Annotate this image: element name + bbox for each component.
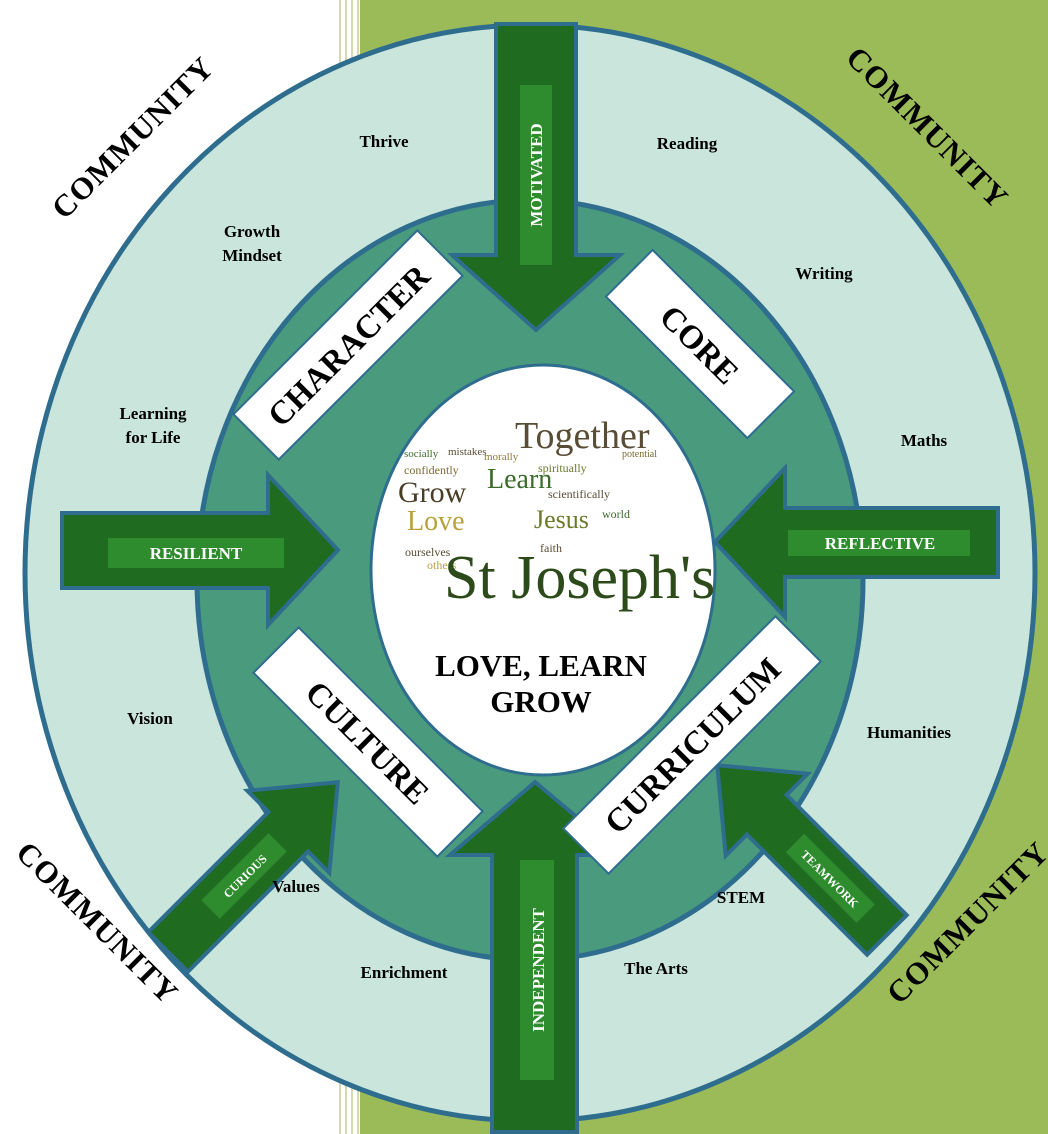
word-faith: faith — [540, 541, 562, 555]
label-learning-for-life-1: Learning — [119, 404, 187, 423]
arrow-motivated: MOTIVATED — [446, 22, 626, 333]
label-reading: Reading — [657, 134, 718, 153]
inner-circle — [369, 363, 717, 777]
arrow-label-reflective: REFLECTIVE — [825, 534, 936, 553]
label-thrive: Thrive — [359, 132, 409, 151]
word-morally: morally — [484, 451, 519, 463]
word-potential: potential — [622, 449, 657, 460]
pillar-core: CORE — [604, 248, 796, 440]
label-growth-mindset-2: Mindset — [222, 246, 282, 265]
arrow-resilient: RESILIENT — [60, 469, 341, 631]
word-cloud-title: St Joseph's — [444, 544, 715, 612]
label-learning-for-life-2: for Life — [126, 428, 181, 447]
label-values: Values — [272, 877, 320, 896]
label-stem: STEM — [717, 888, 765, 907]
word-ourselves: ourselves — [405, 545, 451, 559]
arrow-curious: CURIOUS — [145, 780, 340, 975]
word-socially: socially — [404, 448, 439, 460]
label-enrichment: Enrichment — [361, 963, 448, 982]
label-writing: Writing — [795, 264, 853, 283]
label-humanities: Humanities — [867, 723, 951, 742]
word-grow: Grow — [398, 476, 467, 509]
arrow-label-motivated: MOTIVATED — [527, 123, 546, 226]
word-others: others — [427, 558, 457, 572]
word-confidently: confidently — [404, 463, 459, 477]
word-love: Love — [407, 506, 465, 537]
arrow-teamwork: TEAMWORK — [715, 763, 910, 958]
word-spiritually: spiritually — [538, 461, 587, 475]
motto-line-1: LOVE, LEARN — [435, 648, 647, 683]
label-the-arts: The Arts — [624, 959, 688, 978]
word-scientifically: scientifically — [548, 487, 610, 501]
word-learn: Learn — [487, 464, 552, 495]
label-vision: Vision — [127, 709, 173, 728]
arrow-label-independent: INDEPENDENT — [529, 907, 548, 1031]
word-mistakes: mistakes — [448, 446, 487, 458]
word-world: world — [602, 507, 630, 521]
word-jesus: Jesus — [534, 505, 589, 534]
arrow-label-resilient: RESILIENT — [150, 544, 243, 563]
label-growth-mindset-1: Growth — [224, 222, 281, 241]
word-cloud: Together potential socially mistakes mor… — [398, 415, 715, 612]
word-together: Together — [515, 415, 650, 457]
motto-line-2: GROW — [490, 684, 592, 719]
arrow-reflective: REFLECTIVE — [712, 462, 1000, 623]
label-maths: Maths — [901, 431, 948, 450]
